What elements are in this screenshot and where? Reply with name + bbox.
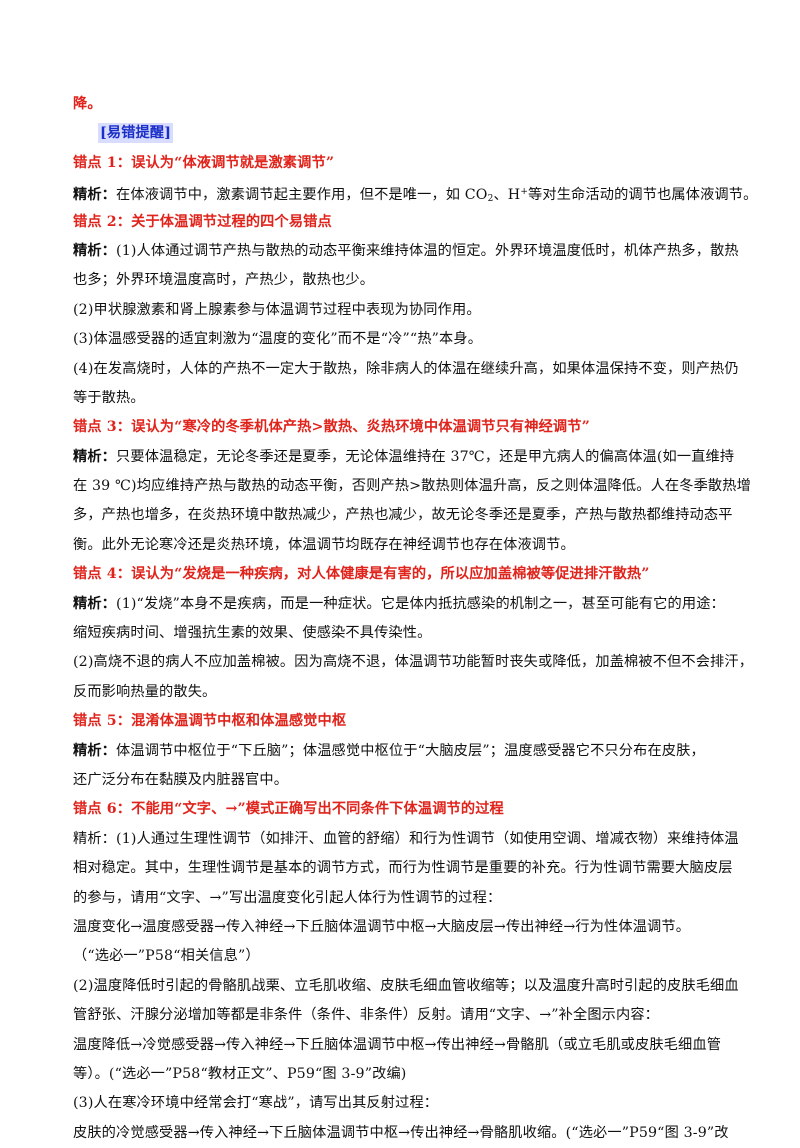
error-heading-5: 错点 5：混淆体温调节中枢和体温感觉中枢 — [73, 713, 347, 730]
text-line: 温度降低→冷觉感受器→传入神经→下丘脑体温调节中枢→传出神经→骨骼肌（或立毛肌或… — [73, 1036, 722, 1053]
text-line: 反而影响热量的散失。 — [73, 683, 217, 700]
analysis-label: 精析： — [73, 187, 117, 204]
text-line: 的参与，请用“文字、→”写出温度变化引起人体行为性调节的过程： — [73, 889, 502, 906]
error-heading-4: 错点 4：误认为“发烧是一种疾病，对人体健康是有害的，所以应加盖棉被等促进排汗散… — [73, 566, 650, 583]
text-line: 多，产热也增多，在炎热环境中散热减少，产热也减少，故无论冬季还是夏季，产热与散热… — [73, 507, 733, 524]
hint-line: [易错提醒] — [73, 119, 741, 148]
text-fragment: (1)“发烧”本身不是疾病，而是一种症状。它是体内抵抗感染的机制之一，甚至可能有… — [116, 595, 725, 612]
text-line: (2)高烧不退的病人不应加盖棉被。因为高烧不退，体温调节功能暂时丧失或降低，加盖… — [73, 654, 754, 671]
text-line: 相对稳定。其中，生理性调节是基本的调节方式，而行为性调节是重要的补充。行为性调节… — [73, 860, 733, 877]
analysis-3: 精析：只要体温稳定，无论冬季还是夏季，无论体温维持在 37℃，还是甲亢病人的偏高… — [73, 443, 741, 472]
text-line: (2)甲状腺激素和肾上腺素参与体温调节过程中表现为协同作用。 — [73, 301, 481, 318]
text-line: (4)在发高烧时，人体的产热不一定大于散热，除非病人的体温在继续升高，如果体温保… — [73, 360, 739, 377]
text-line: 在 39 ℃)均应维持产热与散热的动态平衡，否则产热>散热则体温升高，反之则体温… — [73, 478, 751, 495]
text-fragment: 等对生命活动的调节也属体液调节。 — [528, 187, 758, 204]
analysis-4: 精析：(1)“发烧”本身不是疾病，而是一种症状。它是体内抵抗感染的机制之一，甚至… — [73, 590, 741, 619]
text-line: 也多；外界环境温度高时，产热少，散热也少。 — [73, 272, 375, 289]
analysis-5: 精析：体温调节中枢位于“下丘脑”；体温感觉中枢位于“大脑皮层”；温度感受器它不只… — [73, 737, 741, 766]
analysis-1: 精析：在体液调节中，激素调节起主要作用，但不是唯一，如 CO2、H+等对生命活动… — [73, 178, 757, 207]
text-line: 皮肤的冷觉感受器→传入神经→下丘脑体温调节中枢→传出神经→骨骼肌收缩。(“选必一… — [73, 1124, 729, 1141]
error-heading-2: 错点 2：关于体温调节过程的四个易错点 — [73, 213, 332, 230]
text-fragment: 只要体温稳定，无论冬季还是夏季，无论体温维持在 37℃，还是甲亢病人的偏高体温(… — [116, 448, 735, 465]
text-line: 等）。(“选必一”P58“教材正文”、P59“图 3-9”改编) — [73, 1065, 407, 1082]
text-line: 缩短疾病时间、增强抗生素的效果、使感染不具传染性。 — [73, 625, 432, 642]
error-hint-label: [易错提醒] — [98, 123, 174, 144]
text-fragment: 体温调节中枢位于“下丘脑”；体温感觉中枢位于“大脑皮层”；温度感受器它不只分布在… — [116, 742, 705, 759]
text-line: 温度变化→温度感受器→传入神经→下丘脑体温调节中枢→大脑皮层→传出神经→行为性体… — [73, 918, 691, 935]
analysis-6: 精析：(1)人通过生理性调节（如排汗、血管的舒缩）和行为性调节（如使用空调、增减… — [73, 830, 739, 847]
text-fragment: 在体液调节中，激素调节起主要作用，但不是唯一，如 CO — [116, 187, 488, 204]
analysis-label: 精析： — [73, 595, 117, 612]
document-body: 降。 [易错提醒] 错点 1：误认为“体液调节就是激素调节” 精析：在体液调节中… — [73, 90, 757, 1148]
error-heading-3: 错点 3：误认为“寒冷的冬季机体产热>散热、炎热环境中体温调节只有神经调节” — [73, 419, 590, 436]
analysis-label: 精析： — [73, 742, 117, 759]
analysis-2: 精析：(1)人体通过调节产热与散热的动态平衡来维持体温的恒定。外界环境温度低时，… — [73, 237, 741, 266]
text-line: (3)人在寒冷环境中经常会打“寒战”，请写出其反射过程： — [73, 1095, 439, 1112]
subscript: 2 — [487, 194, 494, 205]
text-line: (2)温度降低时引起的骨骼肌战栗、立毛肌收缩、皮肤毛细血管收缩等；以及温度升高时… — [73, 977, 739, 994]
text-fragment: (1)人体通过调节产热与散热的动态平衡来维持体温的恒定。外界环境温度低时，机体产… — [116, 242, 739, 259]
analysis-label: 精析： — [73, 448, 117, 465]
error-heading-1: 错点 1：误认为“体液调节就是激素调节” — [73, 154, 335, 171]
text-fragment: 、H — [493, 187, 521, 204]
text-line: 等于散热。 — [73, 389, 145, 406]
text-line: 降。 — [73, 90, 741, 119]
text-line: 管舒张、汗腺分泌增加等都是非条件（条件、非条件）反射。请用“文字、→”补全图示内… — [73, 1007, 660, 1024]
error-heading-6: 错点 6：不能用“文字、→”模式正确写出不同条件下体温调节的过程 — [73, 801, 504, 818]
text-line: 衡。此外无论寒冷还是炎热环境，体温调节均既存在神经调节也存在体液调节。 — [73, 536, 575, 553]
text-line: （“选必一”P58“相关信息”） — [73, 948, 260, 965]
superscript: + — [520, 187, 529, 198]
text-line: (3)体温感受器的适宜刺激为“温度的变化”而不是“冷”“热”本身。 — [73, 331, 483, 348]
text-line: 还广泛分布在黏膜及内脏器官中。 — [73, 771, 289, 788]
text-fragment: 降。 — [73, 96, 102, 112]
analysis-label: 精析： — [73, 242, 117, 259]
